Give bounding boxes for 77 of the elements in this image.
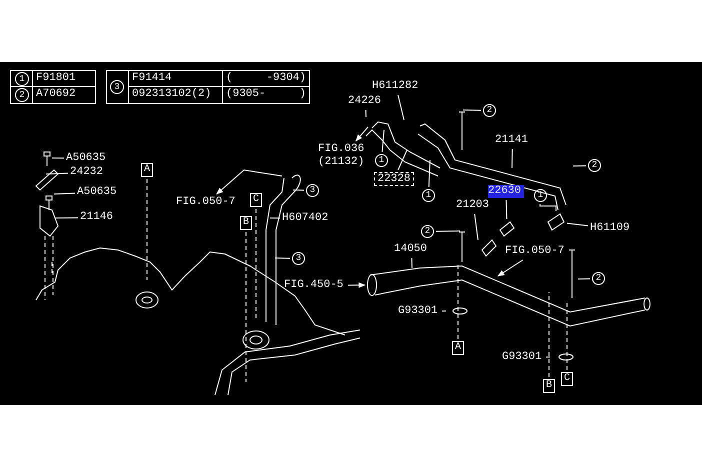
- reference-letter: B: [543, 379, 555, 393]
- leader-arrow: [355, 126, 368, 142]
- leader-line: [52, 158, 64, 159]
- reference-line: [146, 178, 148, 280]
- injector-drawing: [499, 221, 515, 237]
- ref-number: 2: [588, 159, 601, 172]
- leader-line: [539, 204, 556, 212]
- pipe-end-drawing: [367, 274, 377, 296]
- leader-line: [411, 258, 412, 268]
- leader-line: [572, 165, 586, 166]
- part-number: 22328: [374, 172, 414, 186]
- leader-line: [398, 150, 408, 170]
- part-number: 24226: [348, 95, 383, 108]
- leader-line: [54, 192, 76, 194]
- part-number: A50635: [66, 152, 108, 165]
- figure-reference: FIG.036 (21132): [318, 143, 368, 169]
- leader-line: [382, 130, 384, 152]
- leader-line: [566, 222, 588, 226]
- leader-line: [442, 310, 446, 312]
- part-number: G93301: [398, 305, 440, 318]
- leader-arrow: [497, 260, 524, 276]
- ref-number: 2: [592, 272, 605, 285]
- part-number: H61109: [590, 222, 632, 235]
- leader-line: [462, 110, 482, 111]
- reference-letter: A: [452, 341, 464, 355]
- reference-letter: A: [141, 163, 153, 177]
- part-number: F91414: [132, 72, 172, 84]
- date-range-text: (: [226, 71, 233, 86]
- figure-reference: FIG.450-5: [284, 279, 346, 292]
- part-number: 21203: [456, 199, 491, 212]
- reference-letter: B: [240, 216, 252, 230]
- part-number: A50635: [77, 186, 119, 199]
- ref-number: 2: [15, 88, 29, 102]
- leader-line: [578, 278, 590, 280]
- part-number: A70692: [36, 88, 76, 100]
- leader-line: [292, 190, 304, 191]
- date-range-text: ): [299, 87, 306, 102]
- part-number: 14050: [394, 243, 429, 256]
- ref-number: 1: [422, 189, 435, 202]
- part-number: H607402: [282, 212, 330, 225]
- leader-arrow: [216, 169, 282, 194]
- ref-number: 3: [306, 184, 319, 197]
- part-number: 21141: [495, 134, 530, 147]
- part-number: 092313102(2): [132, 88, 212, 100]
- part-number: H611282: [372, 80, 420, 93]
- leader-line: [546, 356, 550, 358]
- date-range-text: (9305-: [226, 87, 266, 102]
- part-number: 24232: [70, 166, 105, 179]
- leader-line: [46, 172, 68, 174]
- reference-letter: C: [250, 193, 262, 207]
- leader-line: [512, 148, 513, 168]
- reference-line: [548, 292, 550, 378]
- part-number: F91801: [36, 72, 76, 84]
- date-range-text: -9304): [266, 71, 306, 86]
- leader-line: [428, 160, 430, 188]
- leader-arrow: [348, 282, 366, 288]
- part-number: G93301: [502, 351, 544, 364]
- leader-line: [270, 218, 280, 219]
- leader-line: [506, 200, 508, 220]
- figure-reference: FIG.050-7: [176, 196, 238, 209]
- ref-number: 1: [15, 72, 29, 86]
- leader-line: [474, 214, 478, 240]
- leader-line: [436, 230, 460, 232]
- ref-number: 3: [110, 80, 124, 94]
- ref-number: 3: [292, 252, 305, 265]
- ref-number: 2: [421, 225, 434, 238]
- leader-line: [274, 258, 290, 259]
- leader-line: [398, 94, 404, 120]
- ref-number: 2: [483, 104, 496, 117]
- leader-line: [54, 217, 78, 218]
- fitting-drawing: [547, 213, 565, 231]
- part-number: 21146: [80, 211, 115, 224]
- part-number: 22630: [488, 185, 524, 198]
- reference-letter: C: [561, 372, 573, 386]
- ref-number: 1: [375, 154, 388, 167]
- figure-reference: FIG.050-7: [505, 245, 567, 258]
- leader-line: [365, 110, 366, 118]
